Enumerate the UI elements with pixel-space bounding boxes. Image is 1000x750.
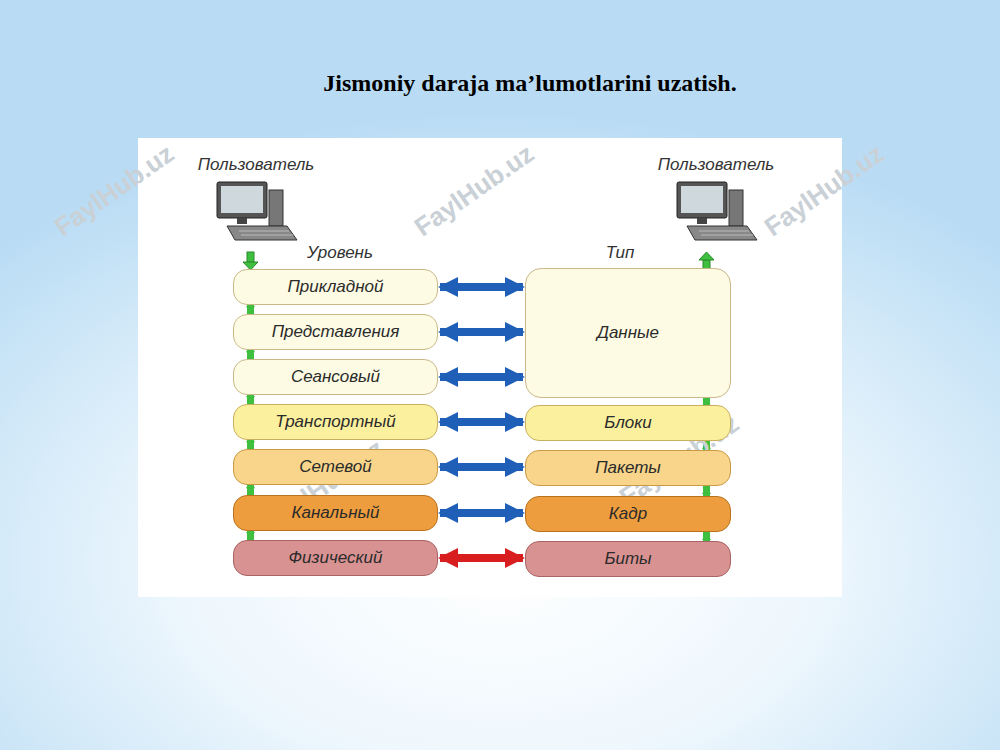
caption-label: Уровень xyxy=(307,243,373,263)
flow-arrow xyxy=(703,532,710,541)
layer-box: Представления xyxy=(233,314,438,350)
box-text: Данные xyxy=(597,323,659,343)
box-text: Кадр xyxy=(609,504,647,524)
layer-box: Прикладной xyxy=(233,269,438,305)
exchange-arrow xyxy=(440,418,523,426)
exchange-arrow xyxy=(440,283,523,291)
data-type-box: Данные xyxy=(525,268,731,398)
box-text: Канальный xyxy=(292,503,380,523)
box-text: Пакеты xyxy=(595,458,661,478)
data-type-box: Биты xyxy=(525,541,731,577)
slide-title: Jismoniy daraja ma’lumotlarini uzatish. xyxy=(150,70,910,97)
caption-label: Пользователь xyxy=(198,155,315,175)
flow-arrow xyxy=(703,398,710,405)
exchange-arrow xyxy=(440,373,523,381)
layer-box: Физический xyxy=(233,540,438,576)
layer-box: Сеансовый xyxy=(233,359,438,395)
layer-box: Транспортный xyxy=(233,404,438,440)
exchange-arrow xyxy=(440,509,523,517)
layer-box: Сетевой xyxy=(233,449,438,485)
flow-arrow xyxy=(247,531,254,540)
caption-label: Пользователь xyxy=(658,155,775,175)
data-type-box: Кадр xyxy=(525,496,731,532)
data-type-box: Блоки xyxy=(525,405,731,441)
box-text: Транспортный xyxy=(275,412,395,432)
box-text: Сеансовый xyxy=(291,367,380,387)
data-type-box: Пакеты xyxy=(525,450,731,486)
flow-arrow xyxy=(247,305,254,314)
box-text: Прикладной xyxy=(288,277,384,297)
flow-arrow xyxy=(247,440,254,449)
exchange-arrow xyxy=(440,463,523,471)
box-text: Физический xyxy=(289,548,383,568)
caption-label: Тип xyxy=(606,243,635,263)
flow-arrow xyxy=(703,486,710,496)
box-text: Блоки xyxy=(604,413,652,433)
flow-arrow xyxy=(247,350,254,359)
box-text: Представления xyxy=(272,322,400,342)
exchange-arrow xyxy=(440,554,523,562)
exchange-arrow xyxy=(440,328,523,336)
flow-arrow xyxy=(247,485,254,495)
flow-arrow xyxy=(247,395,254,404)
layer-box: Канальный xyxy=(233,495,438,531)
box-text: Сетевой xyxy=(299,457,372,477)
box-text: Биты xyxy=(604,549,651,569)
